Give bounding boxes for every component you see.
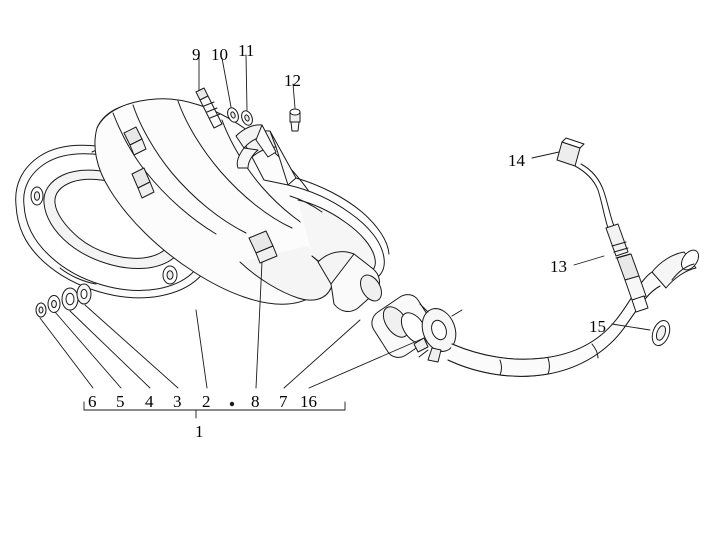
leader-lines-top <box>198 54 296 111</box>
callout-7: 7 <box>279 392 288 411</box>
muffler-canister <box>94 98 335 305</box>
exhaust-flange-clip <box>413 303 463 363</box>
callout-9: 9 <box>192 45 201 64</box>
callout-15: 15 <box>589 317 606 336</box>
left-fasteners <box>35 283 92 318</box>
callout-6: 6 <box>88 392 97 411</box>
callout-5: 5 <box>116 392 125 411</box>
callout-1: 1 <box>195 422 204 441</box>
callout-14: 14 <box>508 151 525 170</box>
exhaust-gasket-ring <box>651 319 671 347</box>
leader-lines-right <box>531 151 651 331</box>
callout-11: 11 <box>238 41 255 60</box>
callout-16: 16 <box>300 392 317 411</box>
leader-lines-bottom <box>39 261 425 419</box>
oxygen-sensor <box>556 137 649 313</box>
outlet-cone <box>317 251 382 312</box>
callout-13: 13 <box>550 257 567 276</box>
callout-12: 12 <box>284 71 301 90</box>
callout-8: 8 <box>251 392 260 411</box>
top-fasteners <box>195 87 301 169</box>
callout-10: 10 <box>211 45 228 64</box>
callout-4: 4 <box>145 392 154 411</box>
callout-3: 3 <box>173 392 182 411</box>
callout-2: 2 <box>202 392 211 411</box>
exhaust-downpipe <box>447 249 700 377</box>
